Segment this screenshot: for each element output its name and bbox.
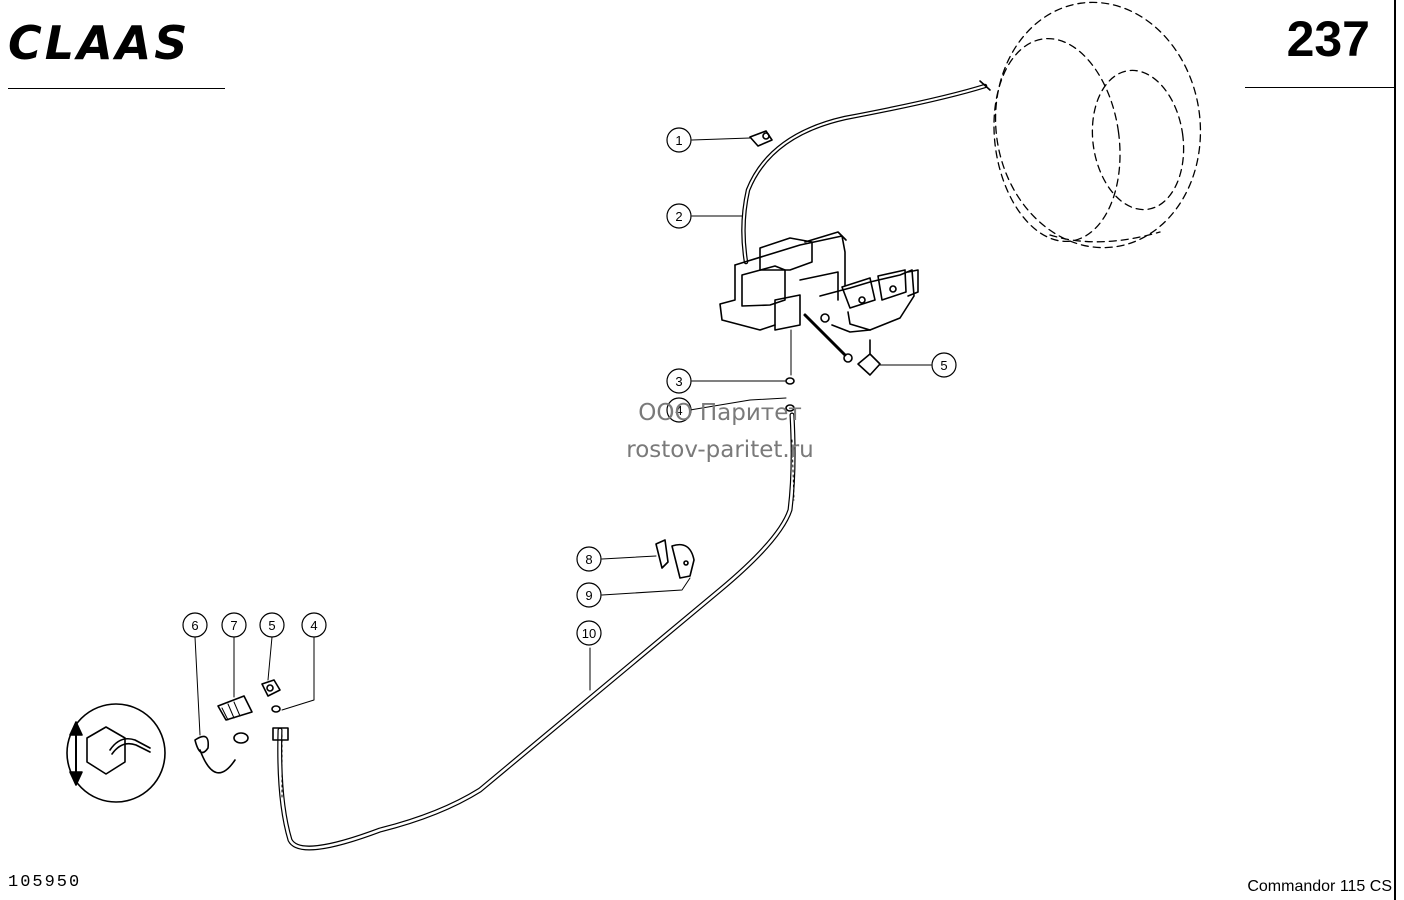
header-rule-right — [1245, 87, 1395, 88]
callout-part-7: 7 — [221, 612, 247, 638]
svg-text:4: 4 — [310, 618, 317, 633]
coupling-part-7 — [217, 695, 253, 721]
elbow-fitting-part-1 — [749, 130, 773, 147]
valve-block — [719, 231, 919, 363]
callout-part-6: 6 — [182, 612, 208, 638]
dust-cap-part-6 — [194, 732, 249, 774]
hydraulic-coupler-symbol — [66, 703, 166, 803]
callout-part-8: 8 — [576, 546, 602, 572]
watermark-company: ООО Паритет — [638, 400, 802, 426]
svg-text:6: 6 — [191, 618, 198, 633]
svg-text:8: 8 — [585, 552, 592, 567]
long-hose-part-10 — [272, 412, 796, 851]
callout-part-5-lower: 5 — [259, 612, 285, 638]
drawing-number: 105950 — [8, 873, 82, 892]
svg-text:1: 1 — [675, 133, 682, 148]
callout-set: 1 2 3 4 5 5 6 — [182, 127, 957, 646]
upper-hose — [741, 80, 991, 265]
svg-text:4: 4 — [675, 403, 682, 418]
callout-part-4-upper: 4 — [666, 397, 692, 423]
header-rule-left — [8, 88, 225, 89]
callout-part-1: 1 — [666, 127, 692, 153]
callout-part-4-lower: 4 — [301, 612, 327, 638]
watermark: ООО Паритет rostov-paritet.ru — [560, 395, 880, 469]
elbow-fitting-part-5-upper — [857, 339, 881, 376]
wheel-hub-outline — [993, 1, 1202, 249]
svg-text:2: 2 — [675, 209, 682, 224]
svg-text:7: 7 — [230, 618, 237, 633]
o-ring-part-4 — [271, 705, 281, 713]
svg-text:10: 10 — [582, 626, 596, 641]
elbow-fitting-part-5-lower — [261, 679, 281, 697]
svg-text:5: 5 — [940, 358, 947, 373]
watermark-site: rostov-paritet.ru — [626, 437, 814, 463]
callout-part-3: 3 — [666, 368, 692, 394]
svg-text:9: 9 — [585, 588, 592, 603]
callout-part-5-upper: 5 — [931, 352, 957, 378]
leader-lines — [194, 137, 932, 736]
machine-model: Commandor 115 CS — [1247, 878, 1392, 895]
svg-text:3: 3 — [675, 374, 682, 389]
claas-logo: CLAAS — [8, 16, 191, 70]
callout-part-2: 2 — [666, 203, 692, 229]
svg-text:5: 5 — [268, 618, 275, 633]
hose-clamps — [655, 539, 695, 579]
o-ring-seals — [785, 329, 795, 412]
callout-part-10: 10 — [576, 620, 602, 646]
page-number: 237 — [1286, 11, 1370, 67]
page-border-right — [1394, 0, 1396, 900]
callout-part-9: 9 — [576, 582, 602, 608]
